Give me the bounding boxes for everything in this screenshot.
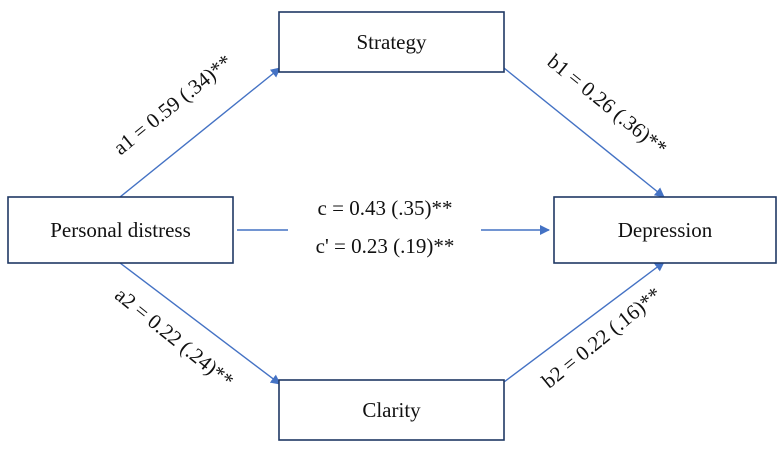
- node-strategy-label: Strategy: [357, 30, 427, 54]
- path-c-label: c = 0.43 (.35)**: [318, 196, 453, 220]
- node-strategy: Strategy: [278, 11, 505, 73]
- node-personal-distress: Personal distress: [7, 196, 234, 264]
- path-b1-label: b1 = 0.26 (.36)**: [543, 49, 672, 160]
- path-a2-arrow: [119, 262, 281, 385]
- node-clarity-label: Clarity: [362, 398, 421, 422]
- node-personal-distress-label: Personal distress: [50, 218, 191, 242]
- path-b2-label: b2 = 0.22 (.16)**: [537, 282, 666, 393]
- path-c-prime-label: c' = 0.23 (.19)**: [316, 234, 455, 258]
- node-depression-label: Depression: [618, 218, 713, 242]
- path-b1-arrow: [503, 67, 665, 198]
- node-depression: Depression: [553, 196, 777, 264]
- node-clarity: Clarity: [278, 379, 505, 441]
- path-b2-arrow: [503, 261, 665, 383]
- path-a1-arrow: [119, 67, 281, 198]
- path-a1-label: a1 = 0.59 (.34)**: [109, 49, 237, 159]
